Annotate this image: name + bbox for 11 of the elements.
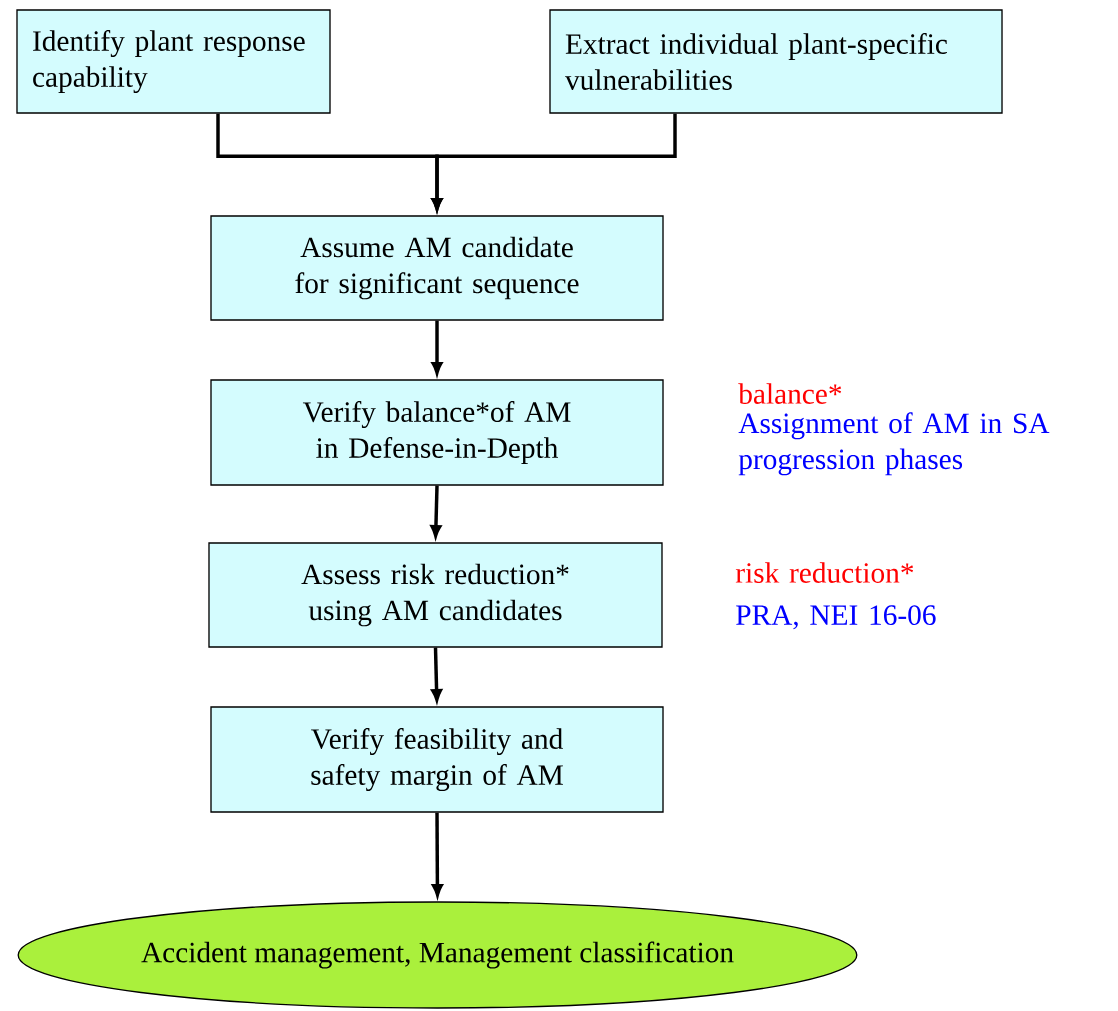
note-text: PRA, NEI 16-06	[736, 605, 936, 630]
terminal-oval: Accident management, Management classification	[17, 901, 858, 1009]
note-text: Assignment of AM in SA progression phases	[738, 412, 1050, 476]
process-box: Verify feasibility and safety margin of AM	[210, 706, 664, 813]
process-box: Extract individual plant-specific vulnerabilities	[549, 9, 1003, 114]
note-text: risk reduction*	[735, 562, 914, 583]
note-text: balance*	[738, 383, 842, 404]
process-box: Identify plant response capability	[16, 9, 331, 114]
process-box: Assume AM candidate for significant sequence	[210, 215, 664, 321]
process-box: Verify balance*of AM in Defense-in-Depth	[210, 379, 664, 486]
process-box: Assess risk reduction* using AM candidates	[208, 542, 663, 648]
